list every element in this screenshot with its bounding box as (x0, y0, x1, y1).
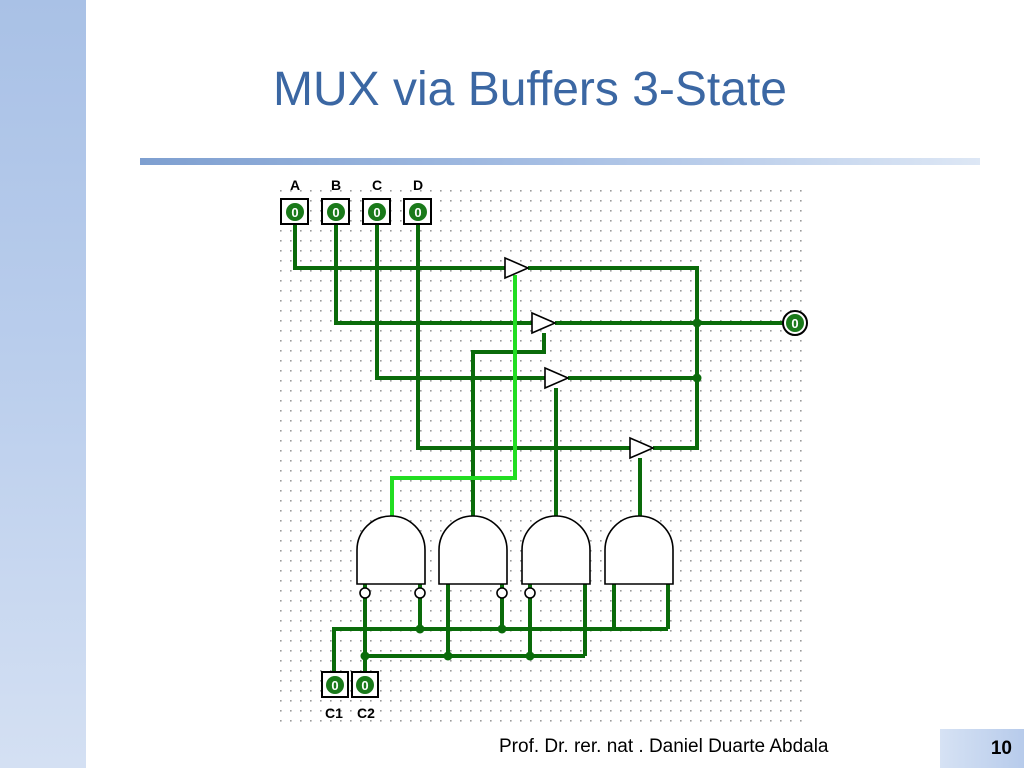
inverter-bubbles (359, 587, 536, 599)
input-label-a: A (290, 177, 300, 193)
select-value-c1: 0 (331, 678, 338, 693)
input-value-d: 0 (414, 205, 421, 220)
output-pin: 0 (782, 310, 808, 336)
side-accent-bar (0, 0, 86, 768)
mux-circuit-diagram: A 0 B 0 C 0 D 0 0 (280, 177, 810, 724)
select-pin-c1[interactable]: 0 C1 (321, 671, 349, 721)
input-label-b: B (331, 177, 341, 193)
select-pin-c2[interactable]: 0 C2 (351, 671, 379, 721)
slide-title: MUX via Buffers 3-State (273, 63, 787, 116)
tristate-buffer-c (544, 366, 571, 390)
and-gate-4 (604, 515, 674, 585)
input-value-c: 0 (373, 205, 380, 220)
output-value: 0 (791, 316, 798, 331)
tristate-buffer-d (629, 436, 656, 460)
wire-junctions (360, 318, 702, 661)
page-number-box: 10 (940, 729, 1024, 768)
and-gate-3 (521, 515, 591, 585)
input-label-c: C (372, 177, 382, 193)
input-pins: A 0 B 0 C 0 D 0 (280, 177, 432, 225)
title-underline (140, 158, 980, 165)
input-value-b: 0 (332, 205, 339, 220)
active-enable-wire (390, 275, 517, 520)
tristate-buffer-b (531, 311, 558, 335)
input-pin-b[interactable]: B 0 (321, 177, 350, 225)
input-pin-d[interactable]: D 0 (403, 177, 432, 225)
select-value-c2: 0 (361, 678, 368, 693)
select-label-c2: C2 (357, 705, 375, 721)
and-gate-1 (356, 515, 426, 585)
input-value-a: 0 (291, 205, 298, 220)
footer-author: Prof. Dr. rer. nat . Daniel Duarte Abdal… (499, 736, 829, 757)
select-label-c1: C1 (325, 705, 343, 721)
tristate-buffer-a (504, 256, 531, 280)
select-pins: 0 C1 0 C2 (321, 671, 379, 721)
input-pin-c[interactable]: C 0 (362, 177, 391, 225)
grid-background (280, 182, 810, 724)
input-label-d: D (413, 177, 423, 193)
wires (293, 224, 787, 672)
and-gate-2 (438, 515, 508, 585)
page-number: 10 (990, 738, 1012, 759)
input-pin-a[interactable]: A 0 (280, 177, 309, 225)
